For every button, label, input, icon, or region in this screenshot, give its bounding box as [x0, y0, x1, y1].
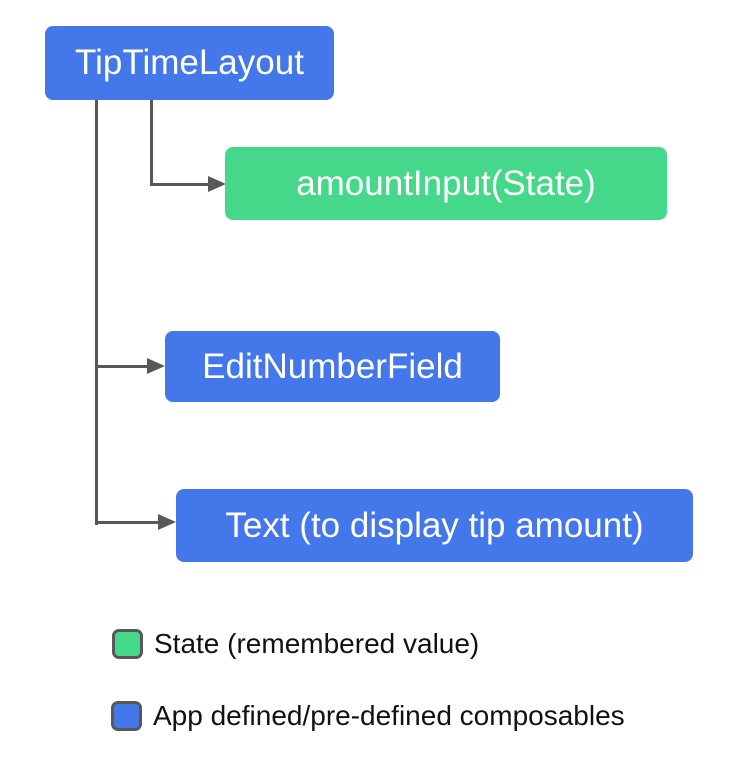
node-editnumberfield: EditNumberField: [165, 331, 500, 402]
arrowhead-to-text-icon: [158, 514, 176, 530]
connector-root-to-amountinput-horizontal: [150, 183, 210, 186]
node-amountinput-state-label: amountInput(State): [296, 163, 596, 203]
node-editnumberfield-label: EditNumberField: [202, 346, 463, 386]
node-amountinput-state: amountInput(State): [225, 147, 667, 220]
connector-root-trunk-vertical: [95, 100, 98, 525]
node-tiptimelayout-label: TipTimeLayout: [75, 43, 304, 82]
node-text-display-tip-amount-label: Text (to display tip amount): [225, 505, 644, 545]
legend-item-composables: App defined/pre-defined composables: [111, 701, 625, 731]
legend-label-composables: App defined/pre-defined composables: [153, 700, 625, 731]
legend-label-state: State (remembered value): [154, 628, 480, 659]
connector-root-to-text-horizontal: [95, 521, 158, 524]
node-text-display-tip-amount: Text (to display tip amount): [176, 489, 693, 562]
legend-swatch-state-green: [112, 629, 143, 659]
connector-root-to-editnumberfield-horizontal: [95, 365, 149, 368]
legend-swatch-composables-blue: [111, 701, 142, 731]
connector-root-to-amountinput-vertical: [150, 100, 153, 186]
node-tiptimelayout: TipTimeLayout: [45, 26, 334, 100]
arrowhead-to-editnumberfield-icon: [147, 358, 165, 374]
legend-item-state: State (remembered value): [112, 629, 479, 659]
arrowhead-to-amountinput-icon: [208, 176, 226, 192]
